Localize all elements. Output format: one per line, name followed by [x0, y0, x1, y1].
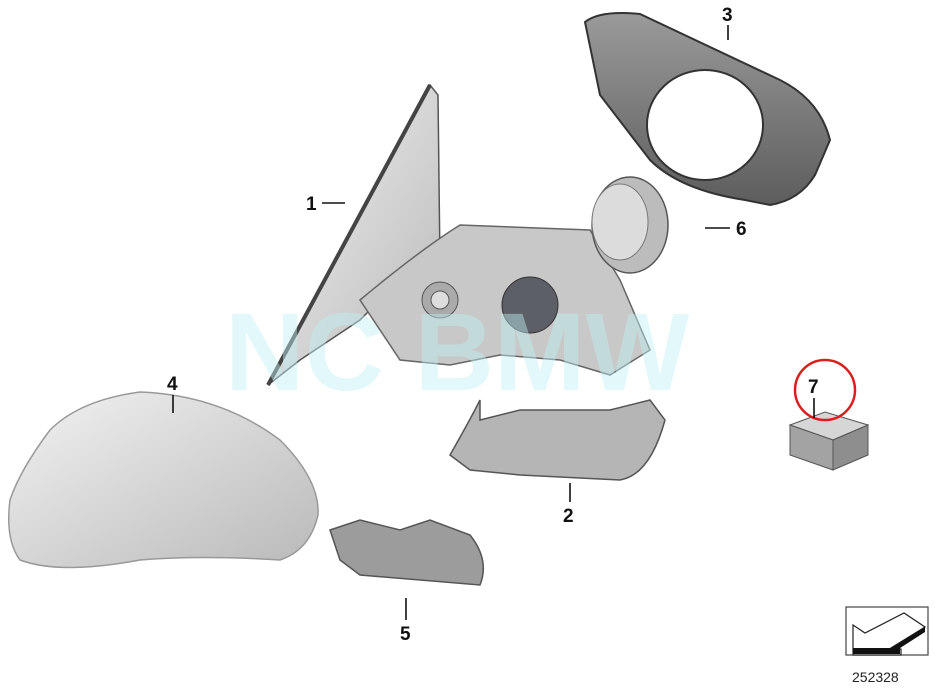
part-4-mirror-cap[interactable] [8, 391, 319, 569]
watermark: NC BMW [225, 291, 690, 414]
svg-text:6: 6 [736, 219, 747, 240]
svg-text:3: 3 [722, 5, 733, 26]
svg-text:1: 1 [306, 194, 317, 215]
svg-text:7: 7 [808, 377, 819, 398]
part-3-glass-frame[interactable] [583, 12, 832, 207]
callout-6[interactable]: 6 [705, 219, 747, 240]
callout-5[interactable]: 5 [400, 598, 411, 645]
svg-text:5: 5 [400, 624, 411, 645]
part-1-mirror-housing[interactable] [266, 83, 651, 386]
part-2-lower-trim[interactable] [449, 399, 666, 481]
part-7-box[interactable] [788, 411, 870, 471]
part-6-motor[interactable] [591, 176, 669, 274]
svg-text:4: 4 [167, 374, 178, 395]
diagram-number: 252328 [852, 669, 899, 685]
callout-2[interactable]: 2 [563, 483, 574, 527]
callout-3[interactable]: 3 [722, 5, 733, 40]
callout-7[interactable]: 7 [793, 358, 857, 422]
part-5-bracket[interactable] [329, 519, 485, 586]
callout-4[interactable]: 4 [167, 374, 178, 413]
callout-1[interactable]: 1 [306, 194, 345, 215]
svg-text:2: 2 [563, 506, 574, 527]
highlight-circle [793, 358, 857, 422]
direction-arrow-icon [845, 606, 929, 656]
